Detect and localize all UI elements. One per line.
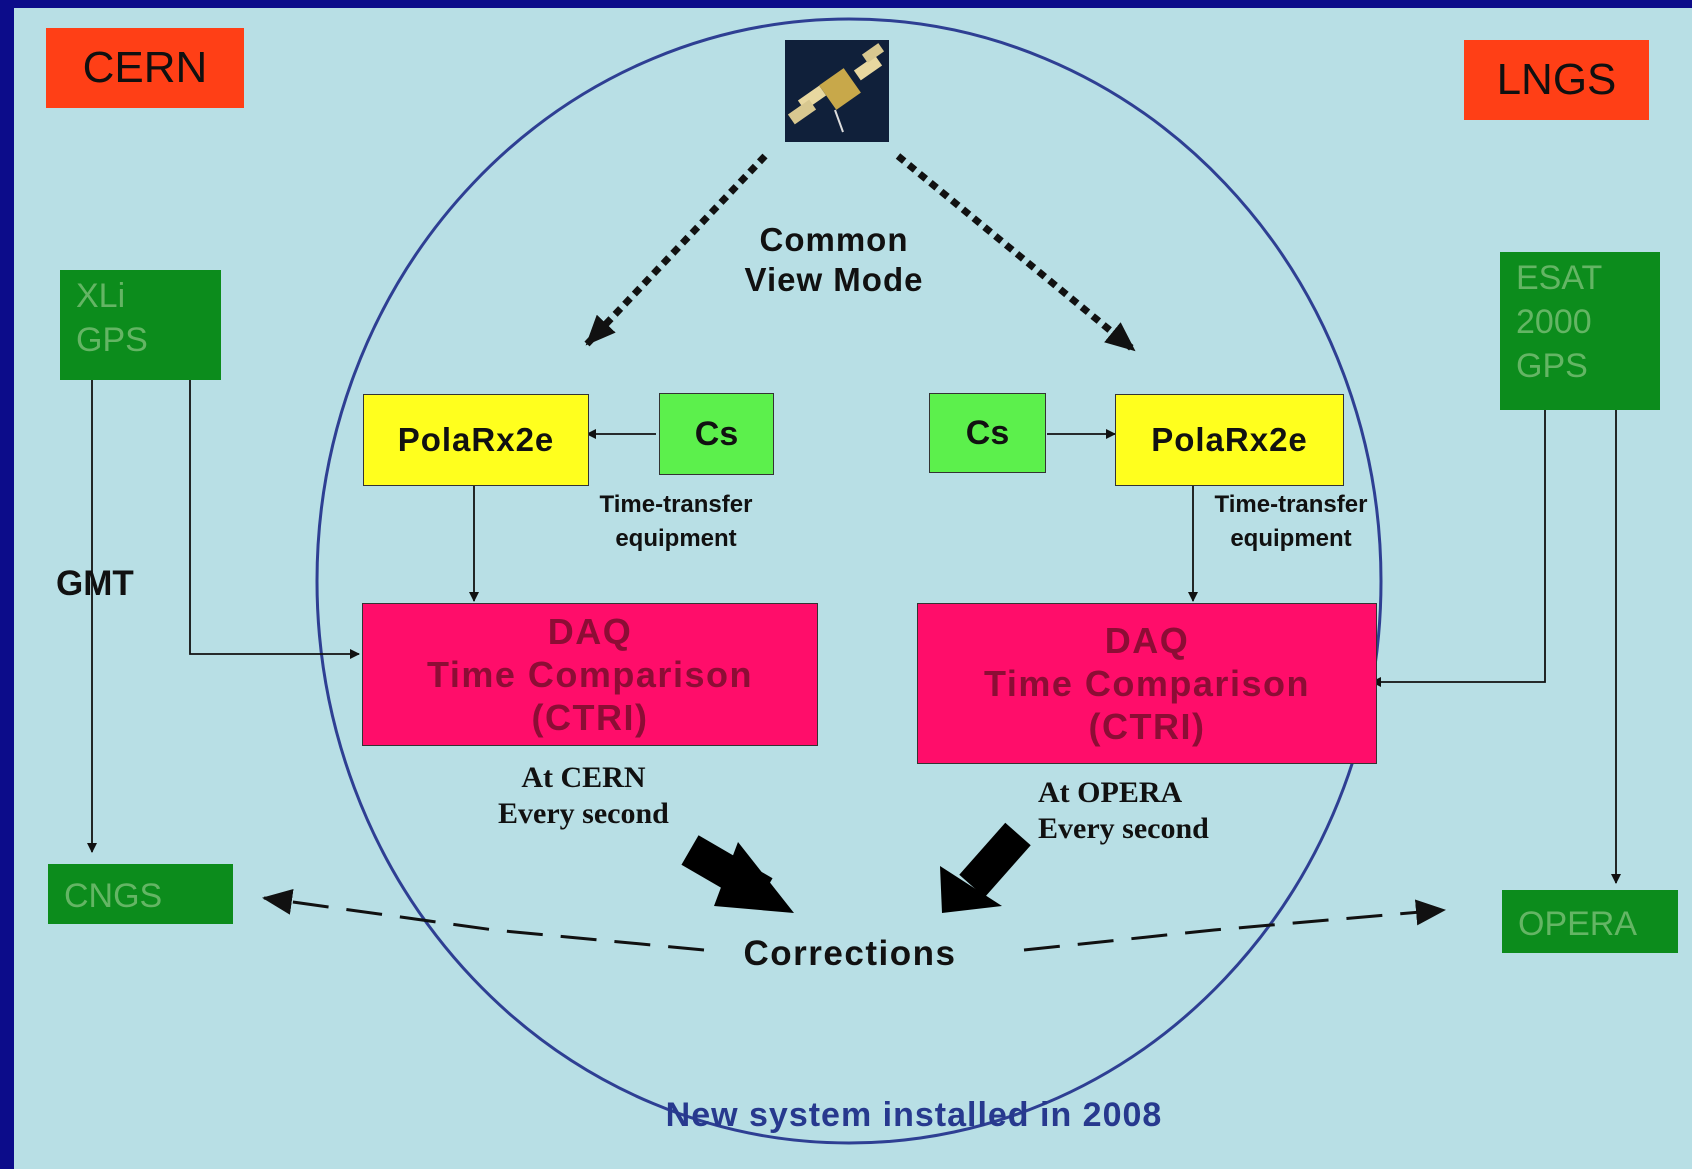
xli-gps-line1: XLi [76,277,126,315]
daq-right-line2: Time Comparison [984,663,1310,704]
daq-left-line2: Time Comparison [427,654,753,695]
daq-left-line1: DAQ [547,611,633,652]
cs-clock-right: Cs [929,393,1046,473]
cs-clock-left: Cs [659,393,774,475]
esat-gps-line1: ESAT [1516,259,1603,297]
common-view-circle [315,17,1383,1145]
footer-caption: New system installed in 2008 [665,1096,1163,1134]
signal-arrow-right [895,153,1137,353]
time-transfer-label-right: Time-transfer equipment [1198,488,1384,556]
polarx-receiver-right: PolaRx2e [1115,394,1344,486]
signal-arrow-left [584,153,768,347]
daq-box-right: DAQ Time Comparison (CTRI) [917,603,1377,764]
daq-box-left: DAQ Time Comparison (CTRI) [362,603,818,746]
slide: CERN LNGS Common View Mode XLi GPS GMT C… [14,8,1692,1169]
corrections-label: Corrections [720,934,980,974]
xli-gps-box: XLi GPS [60,270,221,380]
corrections-arrow-left [262,888,705,952]
at-opera-line1: At OPERA [1038,776,1183,809]
time-transfer-right-line2: equipment [1230,525,1352,552]
at-cern-label: At CERN Every second [498,760,669,832]
xli-gps-line2: GPS [76,321,148,359]
time-transfer-left-line1: Time-transfer [599,491,753,518]
corrections-arrow-right [1023,899,1446,952]
common-view-line1: Common [759,221,909,258]
connector-layer [87,17,1621,1145]
daq-right-line3: (CTRI) [1088,706,1206,747]
esat-gps-box: ESAT 2000 GPS [1500,252,1660,410]
time-transfer-right-line1: Time-transfer [1214,491,1368,518]
at-cern-line1: At CERN [521,761,646,794]
daq-right-line1: DAQ [1104,620,1190,661]
gps-to-daq-line-left [189,380,360,659]
daq-left-line3: (CTRI) [531,697,649,738]
esat-gps-line3: GPS [1516,347,1588,385]
common-view-line2: View Mode [744,261,924,298]
satellite-icon [785,40,889,142]
polarx-receiver-left: PolaRx2e [363,394,589,486]
time-transfer-label-left: Time-transfer equipment [586,488,766,556]
esat-gps-line2: 2000 [1516,303,1592,341]
common-view-label: Common View Mode [724,220,944,300]
gmt-label: GMT [56,564,134,603]
gps-to-daq-line-right [1371,410,1546,687]
time-transfer-left-line2: equipment [615,525,737,552]
cngs-box: CNGS [48,864,233,924]
at-opera-label: At OPERA Every second [1038,775,1209,847]
cern-site-label: CERN [46,28,244,108]
fat-arrow-right [940,822,1031,913]
lngs-site-label: LNGS [1464,40,1649,120]
fat-arrow-left [681,835,794,913]
at-cern-line2: Every second [498,797,669,830]
at-opera-line2: Every second [1038,812,1209,845]
opera-box: OPERA [1502,890,1678,953]
